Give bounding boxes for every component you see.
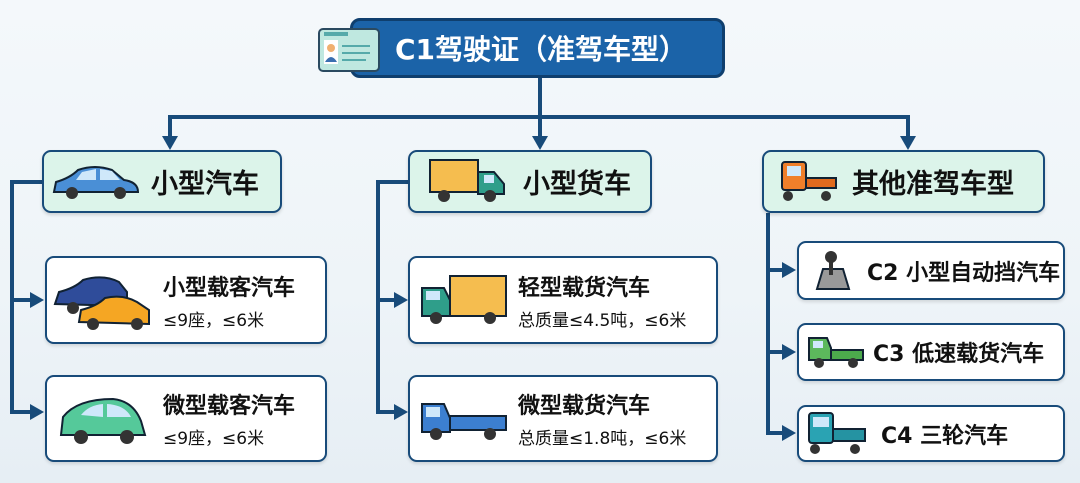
item-title: 轻型载货汽车 [518,275,651,301]
list-item: C3 低速载货汽车 [797,323,1065,381]
connector [538,78,542,118]
connector [538,115,542,140]
root-node: C1驾驶证（准驾车型） [350,18,725,78]
list-item: C2 小型自动挡汽车 [797,241,1065,300]
category-other: 其他准驾车型 [762,150,1045,213]
category-small-truck: 小型货车 [408,150,652,213]
connector [906,115,910,140]
item-title: 小型载客汽车 [163,275,296,301]
item-title: 微型载客汽车 [163,394,296,419]
cars-icon [53,276,150,330]
item-spec: ≤9座，≤6米 [163,429,265,449]
list-item: 微型载货汽车总质量≤1.8吨，≤6米 [408,375,718,462]
pickup-truck-icon [421,402,507,440]
id-card-icon [318,28,380,72]
box-truck-icon [429,158,505,202]
item-spec: 总质量≤4.5吨，≤6米 [518,310,687,331]
category-label: 小型汽车 [151,169,259,200]
three-wheeler-icon [808,411,866,454]
tricycle-icon [781,160,837,201]
sedan-icon [52,165,140,199]
list-item: 轻型载货汽车总质量≤4.5吨，≤6米 [408,256,718,344]
gear-shifter-icon [815,250,851,290]
mini-car-icon [59,397,147,444]
list-item: 微型载客汽车 ≤9座，≤6米 [45,375,327,462]
item-title: C2 小型自动挡汽车 [867,260,1061,286]
light-truck-icon [421,275,507,324]
category-label: 其他准驾车型 [852,169,1014,200]
item-title: 微型载货汽车 [518,394,651,419]
category-label: 小型货车 [523,169,631,200]
list-item: 小型载客汽车 ≤9座，≤6米 [45,256,327,344]
low-speed-truck-icon [808,337,864,368]
root-title: C1驾驶证（准驾车型） [395,33,688,66]
category-small-car: 小型汽车 [42,150,282,213]
item-title: C3 低速载货汽车 [873,342,1045,367]
list-item: C4 三轮汽车 [797,405,1065,462]
item-title: C4 三轮汽车 [881,423,1009,449]
item-spec: ≤9座，≤6米 [163,310,265,331]
connector [168,115,172,140]
item-spec: 总质量≤1.8吨，≤6米 [518,429,687,449]
